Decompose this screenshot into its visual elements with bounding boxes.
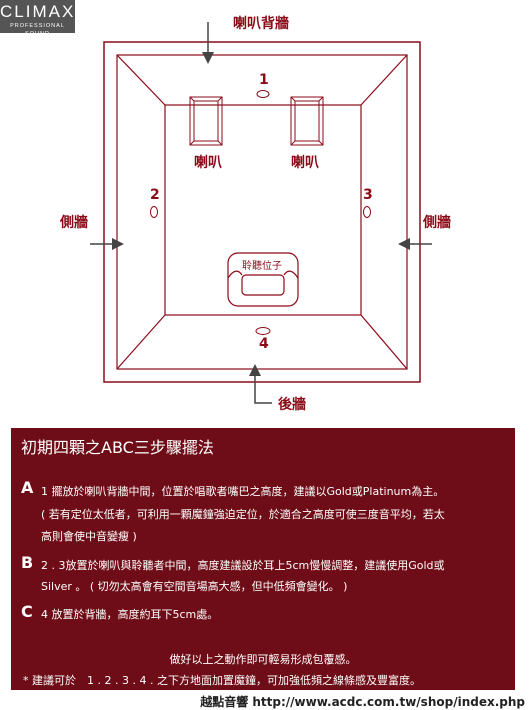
position-4-label: 4 [259, 336, 269, 352]
step-b-letter: B [21, 553, 34, 572]
back-wall-label: 喇叭背牆 [233, 16, 289, 32]
room-outline [103, 41, 421, 383]
position-3-label: 3 [363, 187, 373, 203]
step-a-line-2: ( 若有定位太低者，可利用一顆魔鐘強迫定位，於適合之高度可使三度音平均，若太 [41, 508, 445, 521]
step-b-line-2: Silver 。 ( 切勿太高會有空間音場高大感，但中低頻會變化。 ) [41, 580, 348, 593]
position-1-label: 1 [259, 72, 269, 88]
position-2-marker [150, 206, 158, 218]
step-a-line-3: 高則會使中音變瘦 ) [41, 530, 137, 543]
step-c-letter: C [21, 602, 33, 621]
rear-wall-label: 後牆 [278, 397, 306, 413]
instructions-title: 初期四顆之ABC三步驟擺法 [21, 438, 214, 457]
logo-main-text: CLIMAX [0, 2, 76, 21]
position-2-label: 2 [150, 187, 160, 203]
instructions-panel: 初期四顆之ABC三步驟擺法 A 1 擺放於喇叭背牆中間，位置於唱歌者嘴巴之高度，… [11, 428, 515, 690]
listening-seat-label: 聆聽位子 [242, 261, 282, 272]
side-wall-right-label: 側牆 [423, 215, 451, 231]
footer-link[interactable]: 越點音響 http://www.acdc.com.tw/shop/index.p… [200, 695, 525, 709]
step-b-line-1: 2 . 3放置於喇叭與聆聽者中間，高度建議設於耳上5cm慢慢調整，建議使用Gol… [41, 559, 445, 572]
logo-sub-text: PROFESSIONAL SOUND [10, 23, 65, 37]
speaker-right-label: 喇叭 [291, 155, 319, 171]
armchair-icon [227, 252, 299, 307]
note-text: * 建議可於 1 . 2 . 3 . 4 . 之下方地面加置魔鐘，可加強低頻之線… [23, 674, 421, 687]
rear-wall-arrow [249, 364, 272, 404]
step-a-letter: A [21, 478, 34, 497]
climax-logo: CLIMAX PROFESSIONAL SOUND [0, 0, 76, 37]
speaker-left-icon [189, 96, 223, 146]
step-a-line-1: 1 擺放於喇叭背牆中間，位置於唱歌者嘴巴之高度，建議以Gold或Platinum… [41, 485, 445, 498]
speaker-left-label: 喇叭 [194, 155, 222, 171]
position-3-marker [363, 206, 371, 218]
position-4-marker [255, 327, 271, 335]
summary-text: 做好以上之動作即可輕易形成包覆感。 [169, 653, 357, 666]
speaker-right-icon [290, 96, 324, 146]
step-c-line-1: 4 放置於背牆，高度約耳下5cm處。 [41, 608, 219, 621]
side-wall-left-label: 側牆 [60, 215, 88, 231]
room-diagram: 喇叭背牆 側牆 側牆 後牆 喇叭 喇叭 1 2 3 4 聆聽位子 [60, 16, 451, 413]
position-1-marker [256, 90, 270, 98]
